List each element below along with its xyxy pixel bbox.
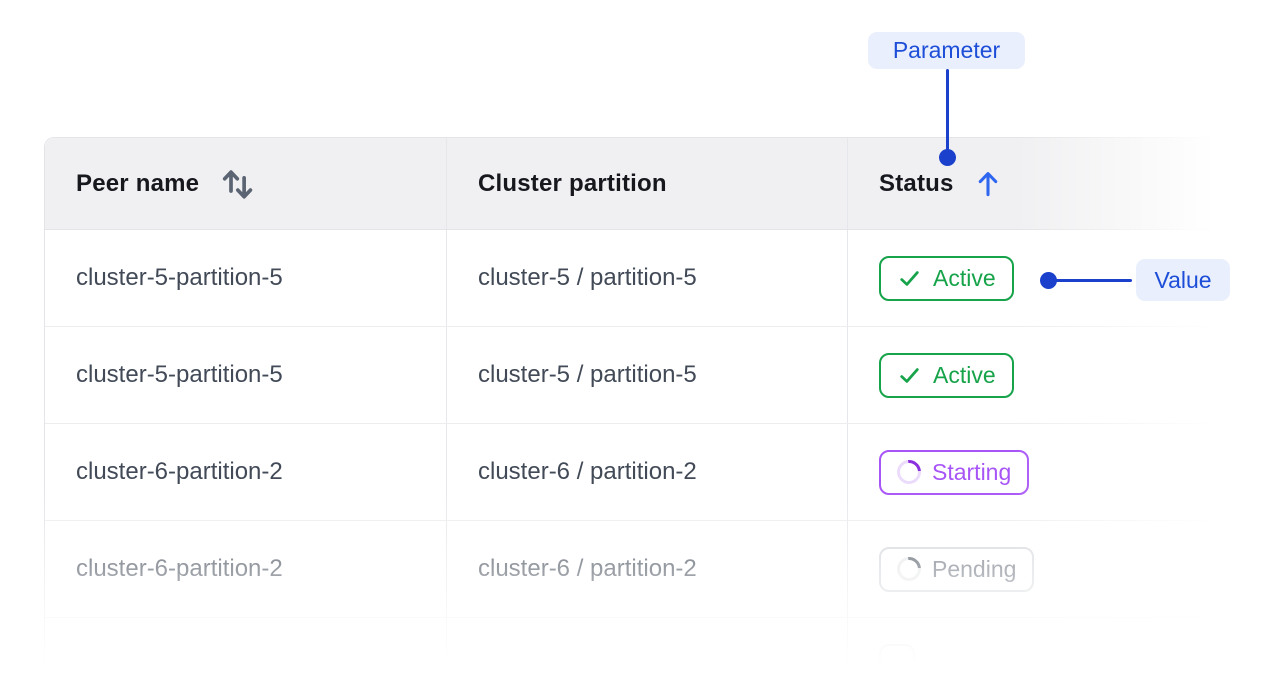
peer-name-cell: cluster-6-partition-2 (45, 424, 447, 520)
status-badge-label: Active (933, 361, 996, 388)
peers-table: Peer name Cluster partition Status clust… (44, 137, 1272, 688)
peer-name-cell: cluster-5-partition-5 (45, 230, 447, 326)
peer-name-header-label: Peer name (76, 169, 200, 197)
parameter-callout-dot (939, 149, 956, 166)
column-header-cluster-partition[interactable]: Cluster partition (447, 138, 848, 229)
spinner-icon (892, 552, 926, 586)
status-badge-label: Active (933, 264, 996, 291)
arrow-up-icon (978, 171, 997, 196)
cluster-partition-cell: cluster-6 / partition-2 (447, 424, 848, 520)
spinner-icon (892, 455, 926, 489)
cluster-partition-cell: cluster-5 / partition-5 (447, 327, 848, 423)
column-header-peer-name[interactable]: Peer name (45, 138, 447, 229)
cluster-partition-cell (447, 618, 848, 688)
column-header-status[interactable]: Status (848, 138, 1272, 229)
status-badge: Pending (879, 546, 1035, 592)
status-badge-label: Pending (932, 555, 1017, 582)
status-badge: Active (879, 352, 1014, 398)
value-callout-dot (1040, 272, 1057, 289)
check-icon (900, 270, 919, 286)
status-badge (879, 643, 915, 688)
status-cell: Starting (848, 424, 1272, 520)
table-header-row: Peer name Cluster partition Status (45, 138, 1272, 230)
check-icon (900, 367, 919, 383)
sort-updown-icon (223, 169, 253, 199)
table-row[interactable] (45, 618, 1272, 688)
cluster-partition-cell: cluster-6 / partition-2 (447, 521, 848, 617)
table-row[interactable]: cluster-5-partition-5 cluster-5 / partit… (45, 327, 1272, 424)
status-badge: Starting (879, 449, 1030, 495)
value-callout-line (1052, 279, 1132, 282)
parameter-callout-label: Parameter (892, 37, 1001, 63)
status-badge-label: Starting (932, 458, 1012, 485)
status-badge: Active (879, 255, 1014, 301)
parameter-callout: Parameter (868, 32, 1025, 69)
table-row[interactable]: cluster-6-partition-2 cluster-6 / partit… (45, 521, 1272, 618)
value-callout-label: Value (1154, 266, 1212, 293)
status-cell (848, 618, 1272, 688)
peer-name-cell: cluster-5-partition-5 (45, 327, 447, 423)
parameter-callout-line (946, 69, 949, 152)
status-cell: Active (848, 230, 1272, 326)
cluster-partition-header-label: Cluster partition (478, 169, 667, 197)
status-header-label: Status (879, 169, 954, 197)
peer-name-cell (45, 618, 447, 688)
status-cell: Pending (848, 521, 1272, 617)
cluster-partition-cell: cluster-5 / partition-5 (447, 230, 848, 326)
value-callout: Value (1136, 259, 1230, 301)
status-cell: Active (848, 327, 1272, 423)
table-row[interactable]: cluster-6-partition-2 cluster-6 / partit… (45, 424, 1272, 521)
peer-name-cell: cluster-6-partition-2 (45, 521, 447, 617)
